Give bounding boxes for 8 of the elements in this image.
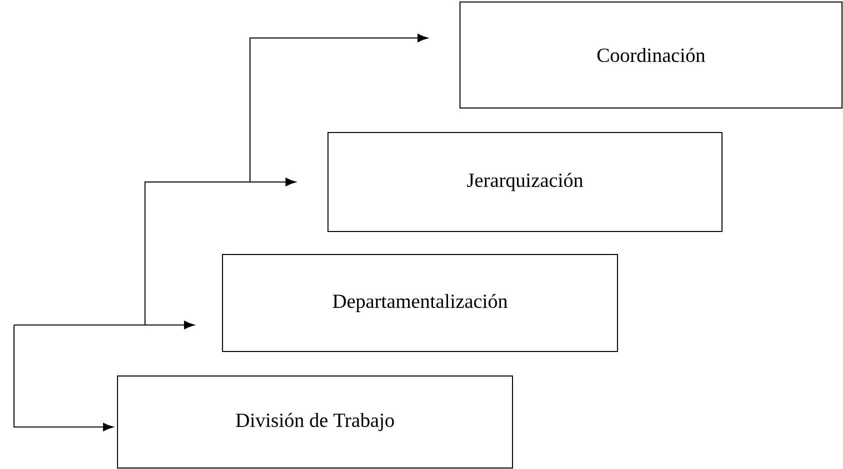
text-box: Coordinación — [460, 2, 842, 108]
text-box: Departamentalización — [222, 254, 618, 352]
arrow — [14, 320, 194, 330]
arrow — [14, 324, 114, 432]
arrow — [250, 34, 428, 182]
text-box: División de Trabajo — [117, 376, 513, 468]
text-box: Jerarquización — [328, 132, 722, 232]
arrow — [144, 178, 296, 326]
